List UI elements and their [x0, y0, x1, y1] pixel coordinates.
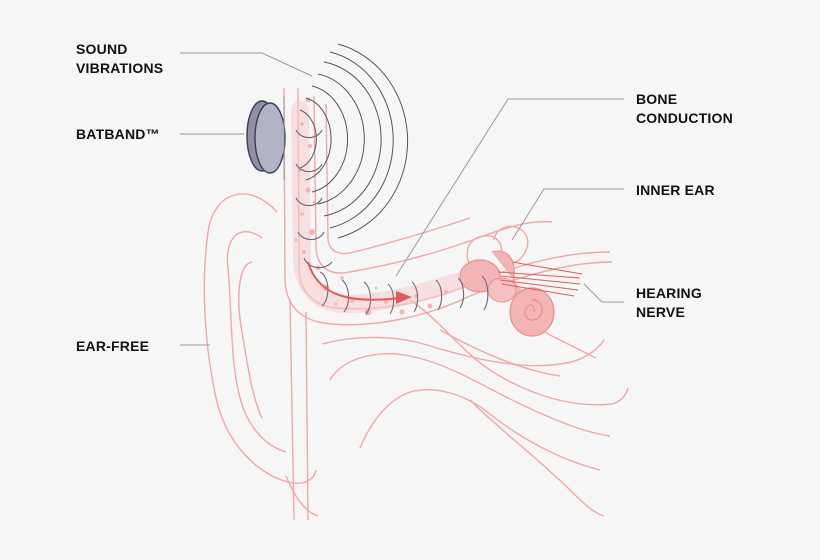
label-hearing-nerve-line2: NERVE — [636, 304, 685, 320]
label-inner-ear: INNER EAR — [636, 182, 715, 198]
label-bone-conduction-line2: CONDUCTION — [636, 110, 733, 126]
label-hearing-nerve: HEARING NERVE — [636, 284, 702, 322]
conduction-arrow — [307, 261, 412, 304]
inner-ear-cochlea — [459, 225, 555, 337]
label-sound-vibrations-line1: SOUND — [76, 41, 128, 57]
leader-lines — [180, 52, 624, 346]
sound-waves — [299, 43, 409, 239]
label-sound-vibrations-line2: VIBRATIONS — [76, 60, 164, 76]
label-ear-free: EAR-FREE — [76, 338, 150, 354]
batband-device — [246, 96, 286, 180]
label-bone-conduction-line1: BONE — [636, 91, 678, 107]
label-bone-conduction: BONE CONDUCTION — [636, 90, 733, 128]
leader-inner-ear — [511, 188, 624, 241]
conduction-channel — [291, 97, 465, 316]
hearing-nerve-fibers — [497, 261, 583, 297]
label-batband: BATBAND™ — [76, 126, 160, 142]
leader-hearing-nerve — [583, 283, 624, 303]
leader-bone-conduction — [395, 98, 624, 277]
label-sound-vibrations: SOUND VIBRATIONS — [76, 40, 163, 78]
label-hearing-nerve-line1: HEARING — [636, 285, 702, 301]
leader-sound-vibrations — [180, 52, 313, 77]
outer-ear — [203, 193, 319, 517]
